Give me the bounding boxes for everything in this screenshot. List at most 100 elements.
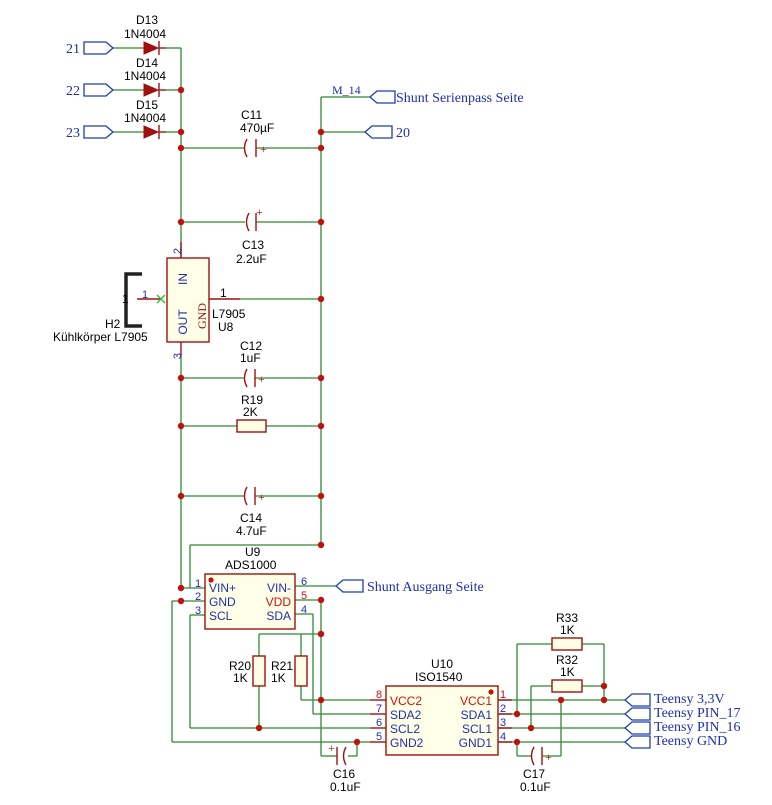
svg-text:C14: C14 xyxy=(240,511,262,525)
svg-text:8: 8 xyxy=(376,689,382,701)
svg-text:1K: 1K xyxy=(560,665,575,679)
net-label-teensy-33v: Teensy 3,3V xyxy=(624,692,725,707)
svg-text:VIN-: VIN- xyxy=(267,581,291,595)
net-label-20: 20 xyxy=(364,125,410,141)
svg-text:SCL1: SCL1 xyxy=(462,722,492,736)
svg-text:H2: H2 xyxy=(105,317,121,331)
svg-text:1: 1 xyxy=(122,292,129,306)
svg-text:R19: R19 xyxy=(241,393,263,407)
svg-text:+: + xyxy=(258,490,265,504)
svg-text:C11: C11 xyxy=(241,108,262,122)
net-label-teensy-pin16: Teensy PIN_16 xyxy=(624,720,741,735)
net-label-22: 22 xyxy=(66,83,114,99)
svg-text:SDA1: SDA1 xyxy=(461,708,493,722)
svg-text:GND1: GND1 xyxy=(459,736,493,750)
svg-text:GND: GND xyxy=(209,595,236,609)
resistor-r19: R19 2K xyxy=(236,393,267,433)
svg-text:C12: C12 xyxy=(240,339,262,353)
svg-text:21: 21 xyxy=(66,42,80,57)
svg-text:3: 3 xyxy=(195,605,201,617)
svg-text:2: 2 xyxy=(172,248,184,254)
svg-text:D14: D14 xyxy=(136,56,158,70)
capacitor-c14: + C14 4.7uF xyxy=(236,486,267,538)
svg-text:R21: R21 xyxy=(271,659,293,673)
svg-text:2K: 2K xyxy=(243,405,258,419)
svg-text:D13: D13 xyxy=(136,13,158,27)
resistor-r21: R21 1K xyxy=(271,655,308,687)
svg-text:OUT: OUT xyxy=(176,309,190,335)
svg-text:SDA: SDA xyxy=(266,609,291,623)
heatsink-h2: 1 1 H2 Kühlkörper L7905 xyxy=(53,272,166,344)
svg-text:0.1uF: 0.1uF xyxy=(520,780,551,794)
svg-text:1: 1 xyxy=(500,689,506,701)
svg-text:1N4004: 1N4004 xyxy=(124,69,166,83)
svg-text:1: 1 xyxy=(220,286,227,300)
svg-text:+: + xyxy=(258,372,265,386)
svg-text:U9: U9 xyxy=(245,545,261,559)
svg-text:M_14: M_14 xyxy=(332,83,361,97)
svg-text:+: + xyxy=(545,750,552,764)
svg-text:2: 2 xyxy=(195,591,201,603)
net-label-23: 23 xyxy=(66,125,114,141)
net-label-m14: M_14 xyxy=(332,83,361,97)
resistor-r32: R32 1K xyxy=(551,653,583,693)
net-label-teensy-pin17: Teensy PIN_17 xyxy=(624,706,741,721)
svg-text:6: 6 xyxy=(301,576,307,588)
capacitor-c17: + C17 0.1uF xyxy=(520,746,552,794)
svg-text:Teensy GND: Teensy GND xyxy=(654,734,727,749)
svg-text:R32: R32 xyxy=(556,653,578,667)
svg-text:SDA2: SDA2 xyxy=(390,708,422,722)
svg-text:470µF: 470µF xyxy=(240,121,274,135)
svg-text:2: 2 xyxy=(500,703,506,715)
svg-text:1K: 1K xyxy=(233,671,248,685)
svg-text:L7905: L7905 xyxy=(212,307,246,321)
svg-text:4.7uF: 4.7uF xyxy=(236,524,267,538)
svg-text:+: + xyxy=(256,205,263,219)
ic-u10-iso1540: U10 ISO1540 VCC2 SDA2 SCL2 GND2 VCC1 SDA… xyxy=(370,657,512,756)
svg-text:D15: D15 xyxy=(136,98,158,112)
svg-text:3: 3 xyxy=(172,353,184,359)
svg-text:5: 5 xyxy=(301,590,307,602)
svg-text:SCL: SCL xyxy=(209,609,233,623)
svg-text:ADS1000: ADS1000 xyxy=(225,558,277,572)
svg-text:Shunt Serienpass Seite: Shunt Serienpass Seite xyxy=(396,91,524,106)
wires xyxy=(113,47,625,757)
resistor-r20: R20 1K xyxy=(229,655,266,687)
capacitor-c13: + C13 2.2uF xyxy=(236,205,267,266)
svg-text:R20: R20 xyxy=(229,659,251,673)
svg-text:4: 4 xyxy=(301,604,307,616)
svg-text:7: 7 xyxy=(376,703,382,715)
svg-text:1N4004: 1N4004 xyxy=(124,111,166,125)
svg-text:U8: U8 xyxy=(218,320,234,334)
svg-text:Teensy PIN_17: Teensy PIN_17 xyxy=(654,706,741,721)
regulator-u8: IN OUT GND 2 3 1 L7905 U8 xyxy=(166,242,246,359)
svg-text:C17: C17 xyxy=(523,767,545,781)
svg-text:3: 3 xyxy=(500,717,506,729)
svg-text:VCC1: VCC1 xyxy=(460,694,492,708)
svg-text:23: 23 xyxy=(66,126,80,141)
svg-text:Shunt Ausgang Seite: Shunt Ausgang Seite xyxy=(367,580,484,595)
svg-text:VIN+: VIN+ xyxy=(209,581,236,595)
svg-text:1uF: 1uF xyxy=(240,351,261,365)
svg-text:1K: 1K xyxy=(271,671,286,685)
diode-d14: D14 1N4004 xyxy=(124,56,166,97)
svg-text:22: 22 xyxy=(66,84,80,99)
svg-text:IN: IN xyxy=(176,273,190,285)
svg-text:0.1uF: 0.1uF xyxy=(330,780,361,794)
svg-text:C13: C13 xyxy=(242,238,264,252)
resistor-r33: R33 1K xyxy=(551,611,583,651)
svg-text:20: 20 xyxy=(396,126,410,141)
capacitor-c12: + C12 1uF xyxy=(240,339,265,388)
svg-text:VCC2: VCC2 xyxy=(390,694,422,708)
svg-text:4: 4 xyxy=(500,731,506,743)
net-label-21: 21 xyxy=(66,41,114,57)
svg-text:6: 6 xyxy=(376,717,382,729)
svg-text:U10: U10 xyxy=(431,657,453,671)
svg-text:R33: R33 xyxy=(556,611,578,625)
svg-text:GND: GND xyxy=(195,303,209,329)
ic-u9-ads1000: U9 ADS1000 VIN+ GND SCL VIN- VDD SDA 1 2… xyxy=(195,545,307,630)
svg-text:+: + xyxy=(328,741,335,755)
svg-text:SCL2: SCL2 xyxy=(390,722,420,736)
